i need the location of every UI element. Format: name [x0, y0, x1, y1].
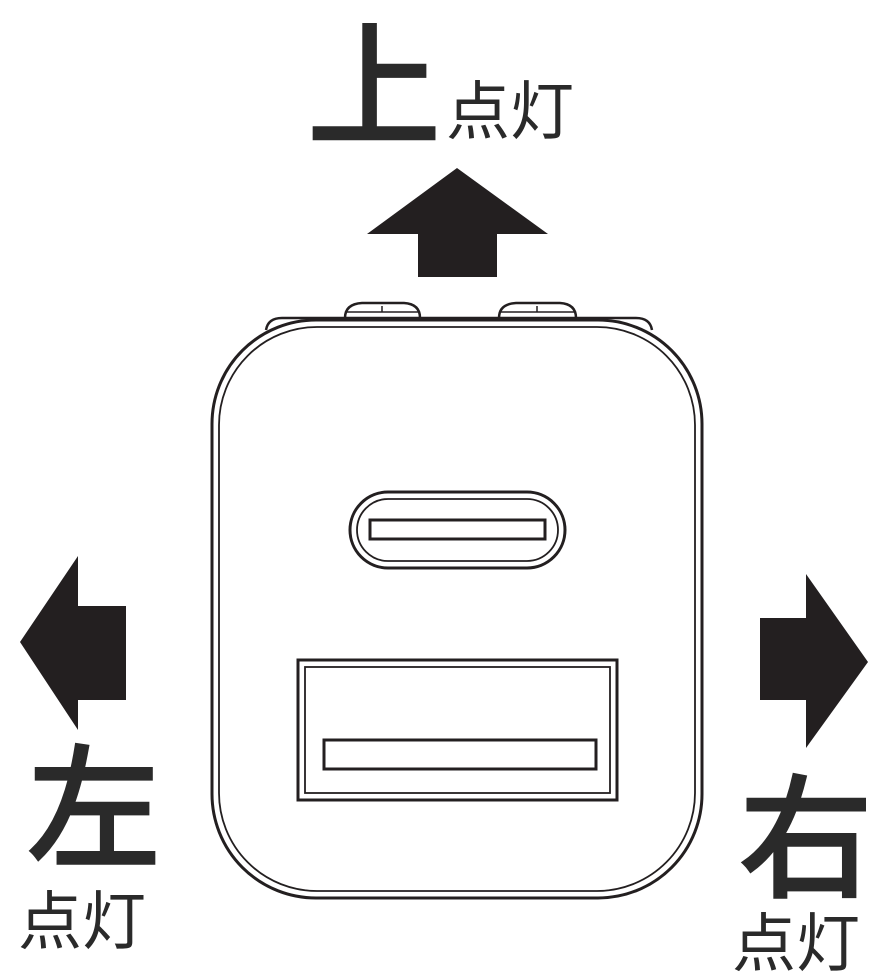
top-button-right — [497, 301, 578, 319]
charger-body-outer — [210, 318, 704, 900]
up-light-label: 点灯 — [446, 76, 574, 150]
left-direction-char: 左 — [28, 734, 160, 888]
left-light-label: 点灯 — [18, 886, 146, 960]
usb-a-port-icon — [296, 658, 619, 802]
charger-body-inner — [218, 326, 696, 892]
charger-icon — [210, 301, 704, 900]
arrow-up-icon — [367, 168, 548, 277]
arrow-right-icon — [760, 574, 868, 748]
top-button-left — [343, 301, 422, 319]
up-label: 上 点灯 — [308, 12, 574, 166]
usb-c-port-icon — [348, 490, 567, 570]
left-label: 左 点灯 — [18, 734, 160, 960]
right-light-label: 点灯 — [732, 908, 860, 978]
right-label: 右 点灯 — [732, 764, 872, 978]
arrow-left-icon — [20, 556, 126, 730]
right-direction-char: 右 — [740, 764, 872, 918]
up-direction-char: 上 — [308, 12, 440, 166]
